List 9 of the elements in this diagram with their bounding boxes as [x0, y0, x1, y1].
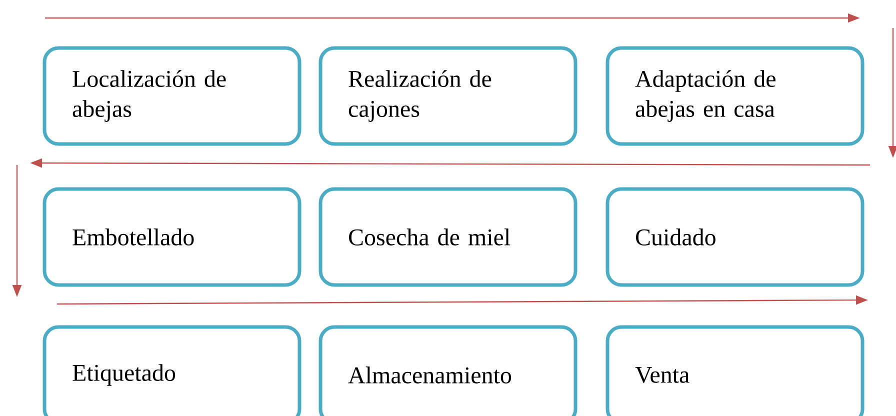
process-box: Cosecha de miel — [318, 187, 578, 287]
process-box: Embotellado — [42, 187, 302, 287]
process-box: Cuidado — [606, 187, 864, 287]
process-box: Venta — [606, 325, 864, 416]
process-box: Realización de cajones — [318, 46, 578, 146]
process-box: Almacenamiento — [318, 325, 578, 416]
process-box: Adaptación de abejas en casa — [606, 46, 864, 146]
process-box: Etiquetado — [42, 325, 302, 416]
process-box: Localización de abejas — [42, 46, 302, 146]
